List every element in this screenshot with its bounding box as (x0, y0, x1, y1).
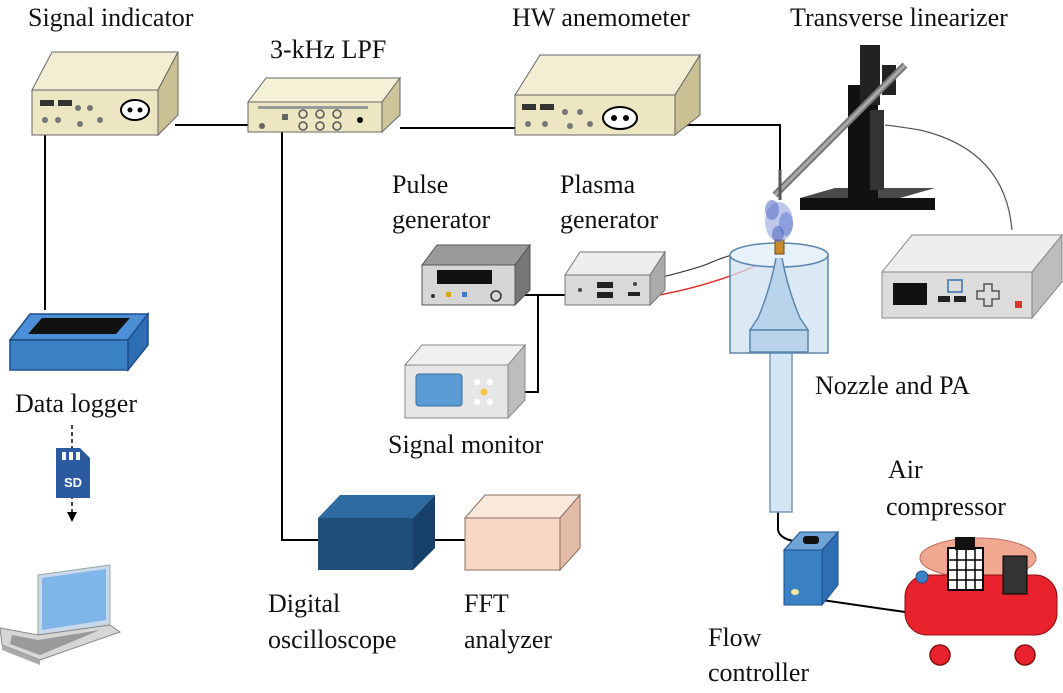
label-plasma-generator-line1: Plasma (560, 170, 636, 199)
label-fft-analyzer-line1: FFT (464, 589, 509, 618)
nozzle-pa-assembly (729, 239, 829, 513)
linearizer-controller-device (880, 233, 1063, 320)
sd-card-label: SD (64, 475, 82, 490)
data-logger-device (8, 311, 150, 373)
label-data-logger: Data logger (15, 389, 138, 418)
label-flow-controller-line2: controller (708, 658, 810, 687)
signal-monitor-device (403, 343, 527, 420)
flow-controller-device (782, 530, 840, 607)
label-fft-analyzer-line2: analyzer (464, 625, 553, 654)
fft-analyzer-device (463, 493, 582, 572)
digital-oscilloscope-device (318, 495, 435, 570)
label-flow-controller-line1: Flow (708, 623, 762, 652)
label-digital-oscilloscope-line1: Digital (268, 589, 341, 618)
label-plasma-generator-line2: generator (560, 205, 659, 234)
label-signal-indicator: Signal indicator (28, 3, 194, 32)
label-air-compressor-line2: compressor (886, 492, 1006, 521)
plasma-plume (765, 200, 793, 242)
label-pulse-generator-line2: generator (392, 205, 491, 234)
pulse-generator-device (421, 243, 531, 307)
label-lpf: 3-kHz LPF (270, 35, 387, 64)
plasma-generator-device (564, 250, 666, 307)
label-pulse-generator-line1: Pulse (392, 170, 449, 199)
signal-indicator-device (31, 51, 179, 137)
lpf-device (247, 76, 401, 134)
laptop-icon (0, 564, 122, 665)
label-transverse-linearizer: Transverse linearizer (790, 3, 1008, 32)
label-digital-oscilloscope-line2: oscilloscope (268, 625, 397, 654)
air-compressor-device (904, 537, 1058, 666)
label-nozzle-pa: Nozzle and PA (815, 371, 971, 400)
label-signal-monitor: Signal monitor (388, 430, 544, 459)
sd-card-icon: SD (56, 448, 90, 498)
sd-arrow-head (67, 512, 77, 522)
label-air-compressor-line1: Air (888, 455, 923, 484)
label-hw-anemometer: HW anemometer (512, 3, 690, 32)
hw-anemometer-device (514, 53, 701, 137)
transverse-linearizer (772, 45, 935, 210)
